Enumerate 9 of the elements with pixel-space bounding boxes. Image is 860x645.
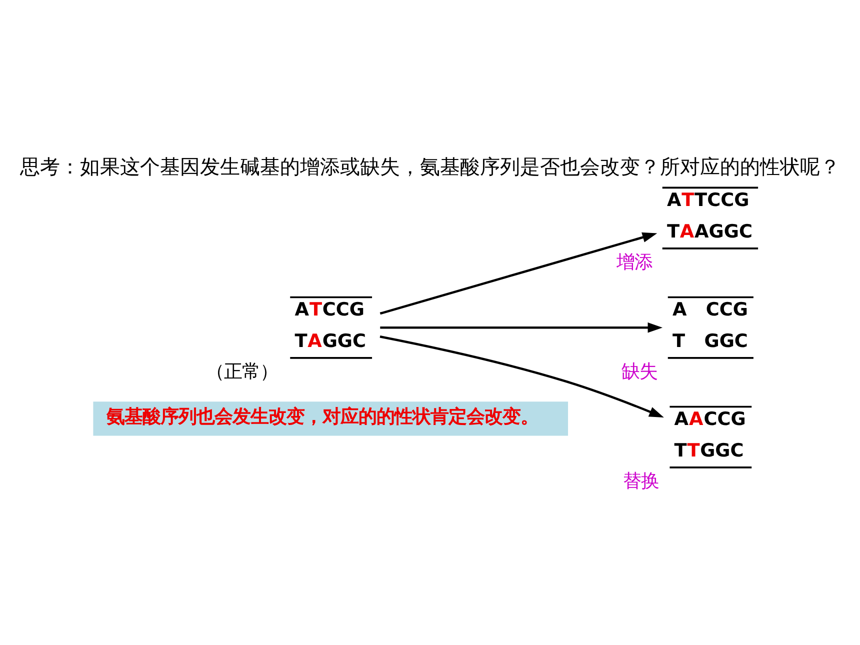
node-text: AACCG TTGGC 替换 <box>623 408 746 492</box>
diagram-title: 思考：如果这个基因发生碱基的增添或缺失，氨基酸序列是否也会改变？所对应的的性状呢？ <box>20 154 840 178</box>
arrow <box>380 232 658 314</box>
node-box: 氨基酸序列也会发生改变，对应的的性状肯定会改变。 <box>93 401 568 436</box>
arrow <box>380 334 664 417</box>
node-text: ATTCCG TAAGGC 增添 <box>616 190 752 272</box>
node-text: ATCCG TAGGC （正常） <box>206 299 366 382</box>
node-text: A CCG T GGC 缺失 <box>621 299 748 382</box>
arrow <box>380 322 663 332</box>
